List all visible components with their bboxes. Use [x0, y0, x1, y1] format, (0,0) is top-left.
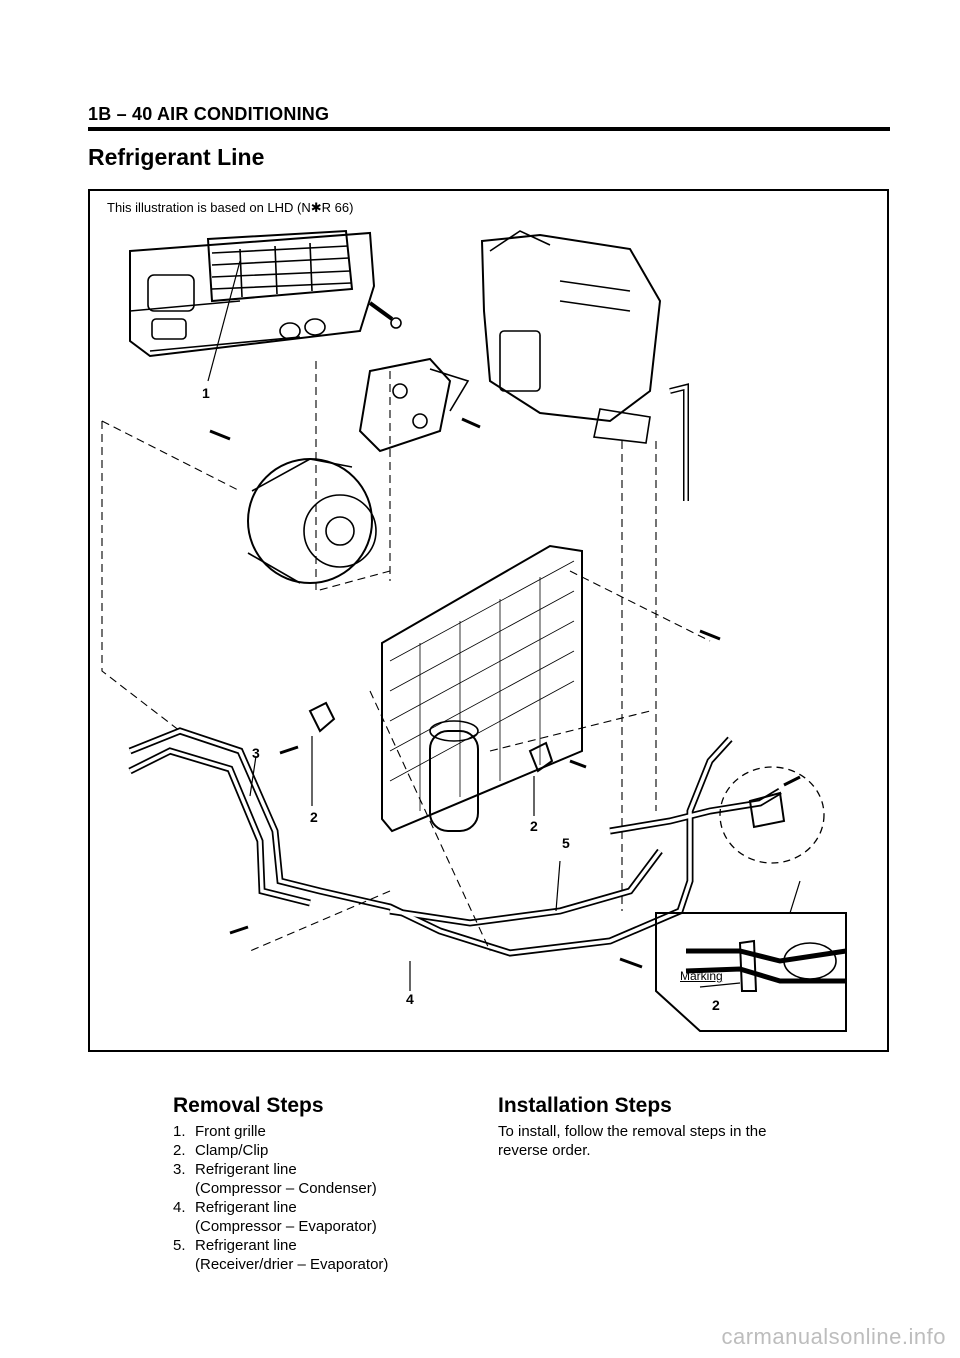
step-detail: (Compressor – Condenser) — [195, 1180, 377, 1197]
installation-steps-title: Installation Steps — [498, 1094, 672, 1117]
removal-steps-title: Removal Steps — [173, 1094, 324, 1117]
step-text: Refrigerant line — [195, 1161, 297, 1178]
step-number: 5. — [173, 1237, 186, 1254]
step-detail: (Compressor – Evaporator) — [195, 1218, 377, 1235]
callout-2-left: 2 — [310, 809, 318, 825]
compressor-bracket-drawing — [358, 357, 470, 453]
list-item: 3. Refrigerant line (Compressor – Conden… — [173, 1160, 388, 1198]
evaporator-pipe-drawing — [669, 383, 689, 501]
callout-5: 5 — [562, 835, 570, 851]
installation-steps-section: Installation Steps To install, follow th… — [498, 1094, 808, 1160]
callout-3: 3 — [252, 745, 260, 761]
figure-frame: This illustration is based on LHD (N✱R 6… — [88, 189, 889, 1052]
list-item: 2. Clamp/Clip — [173, 1141, 388, 1160]
callout-4: 4 — [406, 991, 414, 1007]
clamp-drawing — [308, 701, 786, 829]
step-number: 1. — [173, 1123, 186, 1140]
evaporator-unit-drawing — [480, 230, 662, 444]
callout-1: 1 — [202, 385, 210, 401]
page-title: Refrigerant Line — [88, 144, 265, 170]
removal-step-list: 1. Front grille 2. Clamp/Clip 3. Refrige… — [173, 1122, 388, 1274]
front-grille-drawing — [129, 229, 376, 358]
refrigerant-line-illustration — [101, 229, 847, 1032]
step-detail: (Receiver/drier – Evaporator) — [195, 1256, 389, 1273]
step-text: Refrigerant line — [195, 1199, 297, 1216]
header-rule — [88, 127, 890, 131]
removal-steps-section: Removal Steps 1. Front grille 2. Clamp/C… — [173, 1094, 388, 1274]
bolt-drawing — [368, 301, 402, 329]
step-text: Front grille — [195, 1123, 266, 1140]
watermark: carmanualsonline.info — [721, 1324, 946, 1349]
step-text: Refrigerant line — [195, 1237, 297, 1254]
step-text: Clamp/Clip — [195, 1142, 269, 1159]
section-header: 1B – 40 AIR CONDITIONING — [88, 104, 330, 124]
receiver-drier-drawing — [429, 720, 479, 832]
list-item: 5. Refrigerant line (Receiver/drier – Ev… — [173, 1236, 388, 1274]
callout-2-inset: 2 — [712, 997, 720, 1013]
figure-note: This illustration is based on LHD (N✱R 6… — [107, 200, 354, 215]
callout-2-right: 2 — [530, 818, 538, 834]
installation-text: To install, follow the removal steps in … — [498, 1123, 767, 1159]
condenser-drawing — [381, 544, 583, 833]
inset-detail-drawing — [655, 880, 847, 1032]
step-number: 2. — [173, 1142, 186, 1159]
list-item: 4. Refrigerant line (Compressor – Evapor… — [173, 1198, 388, 1236]
marking-label: Marking — [680, 969, 723, 983]
compressor-drawing — [247, 458, 377, 584]
list-item: 1. Front grille — [173, 1122, 388, 1141]
step-number: 4. — [173, 1199, 186, 1216]
step-number: 3. — [173, 1161, 186, 1178]
